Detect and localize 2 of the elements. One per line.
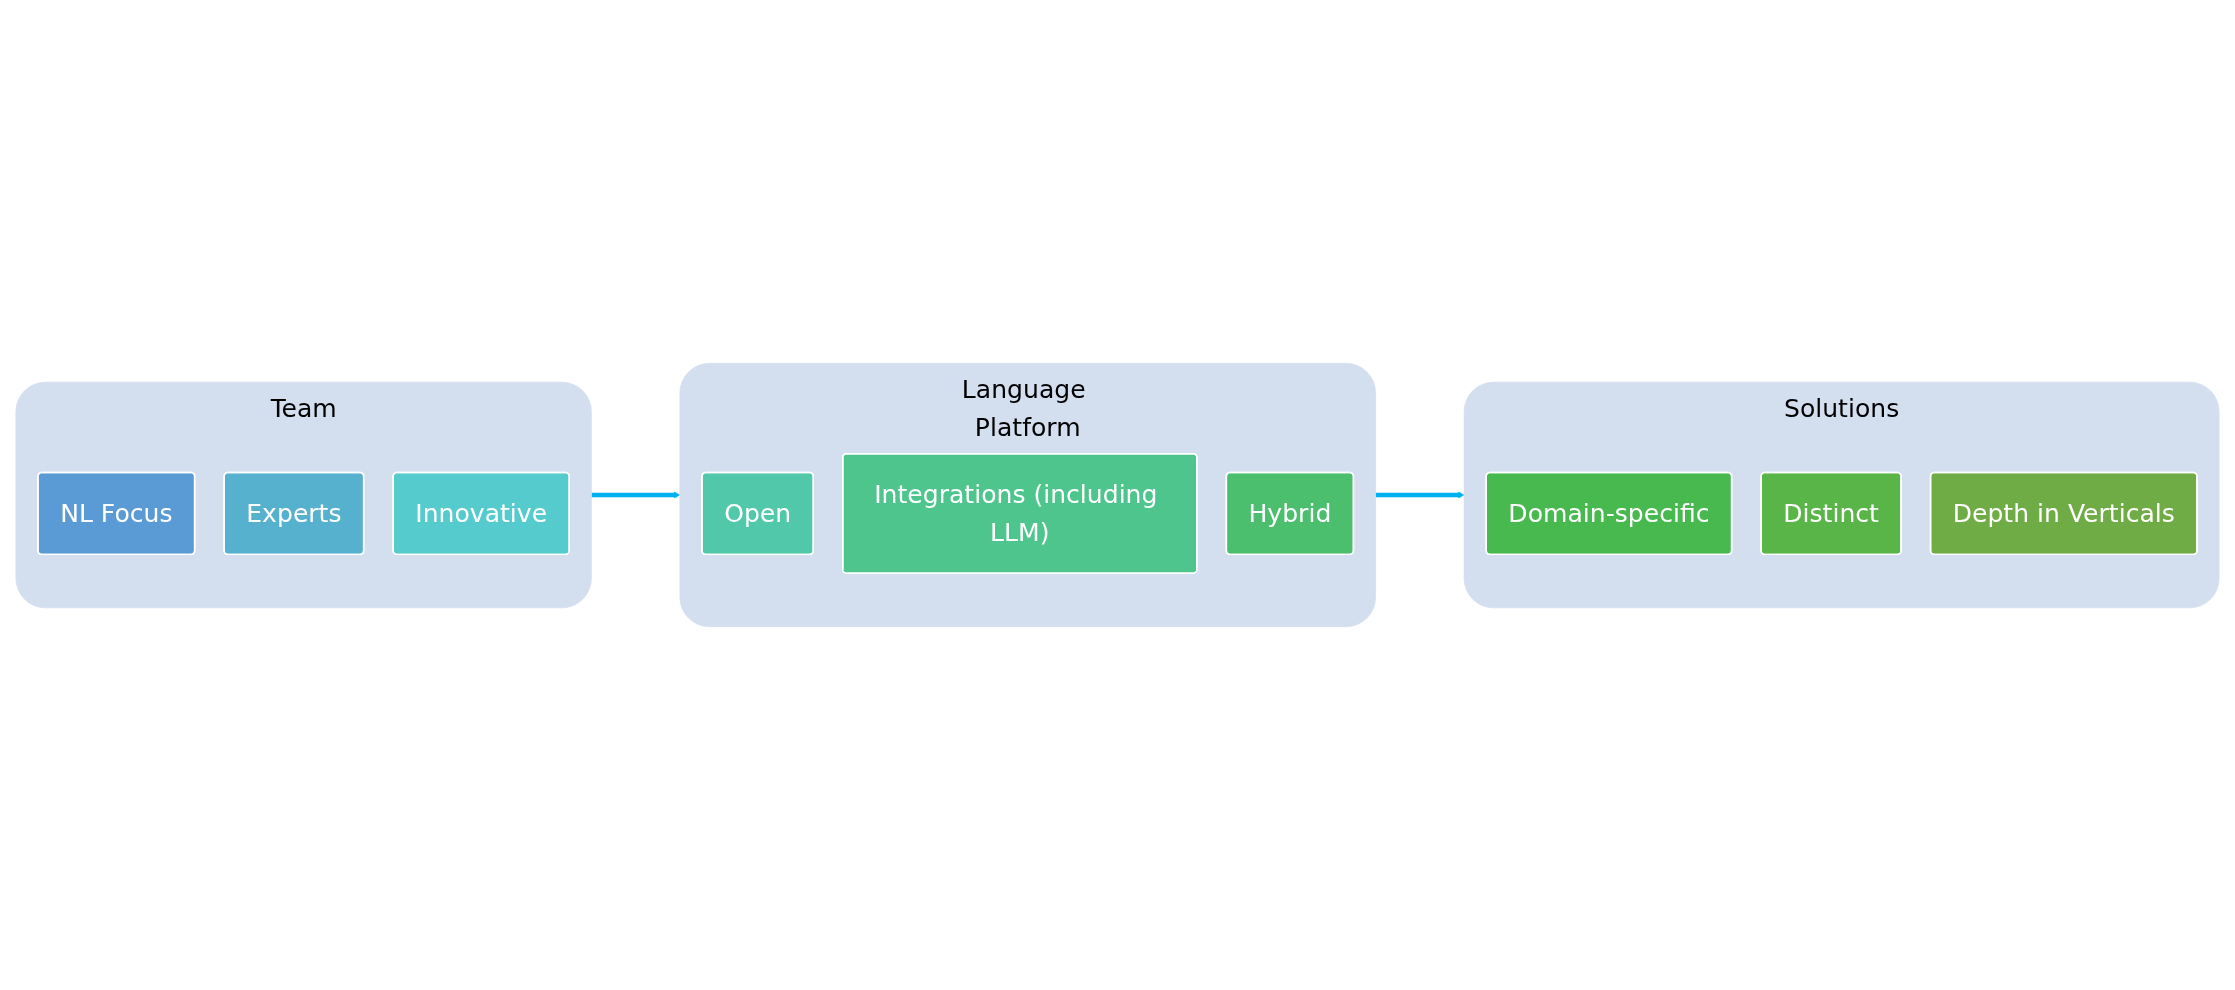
arrow xyxy=(1375,491,1465,499)
arrow xyxy=(591,491,681,499)
